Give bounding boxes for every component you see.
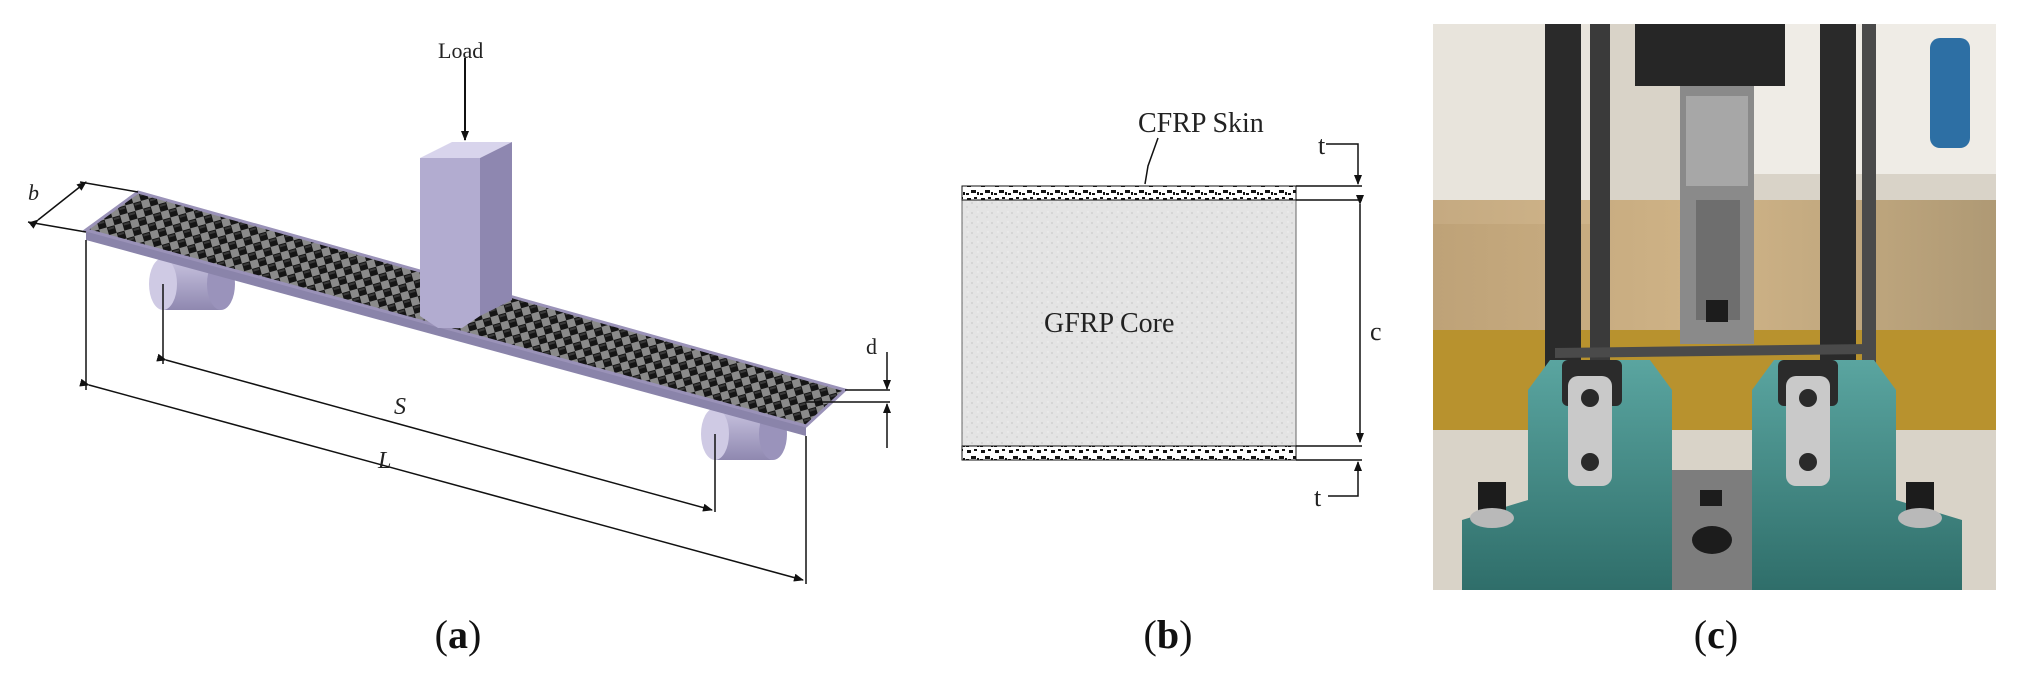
support-fixture-left <box>1462 360 1672 590</box>
caption-b: (b) <box>1144 612 1193 657</box>
dim-t-bottom-label: t <box>1314 483 1322 512</box>
panel-a-beam-diagram: Load b d S L (a) <box>27 38 891 657</box>
cfrp-skin-bottom <box>961 445 1297 461</box>
cfrp-skin-leader <box>1144 137 1159 185</box>
cfrp-skin-label: CFRP Skin <box>1138 108 1264 139</box>
gfrp-core-label: GFRP Core <box>1044 308 1174 339</box>
dim-l-label: L <box>377 448 391 474</box>
dim-c-label: c <box>1370 317 1382 346</box>
loading-block <box>420 142 512 328</box>
caption-c: (c) <box>1694 612 1738 657</box>
specimen-strip <box>1555 344 1870 358</box>
dim-t-top-label: t <box>1318 131 1326 160</box>
dim-l-line <box>79 378 804 582</box>
dim-s-label: S <box>394 394 406 420</box>
gfrp-core <box>961 199 1297 447</box>
dim-t-bottom-arrow <box>1328 461 1362 497</box>
dim-b-line <box>28 181 87 229</box>
load-label: Load <box>438 38 483 63</box>
dim-d-label: d <box>866 334 877 359</box>
dim-b-label: b <box>28 180 39 205</box>
machine-column-left <box>1545 24 1581 384</box>
panel-b-cross-section: CFRP Skin GFRP Core t c t (b) <box>961 108 1382 657</box>
machine-column-right <box>1820 24 1856 384</box>
caption-a: (a) <box>435 612 482 657</box>
panel-c-test-photo: (c) <box>1433 24 1996 657</box>
cfrp-skin-top <box>961 185 1297 201</box>
dim-t-top-arrow <box>1326 143 1362 185</box>
crosshead <box>1635 24 1785 86</box>
